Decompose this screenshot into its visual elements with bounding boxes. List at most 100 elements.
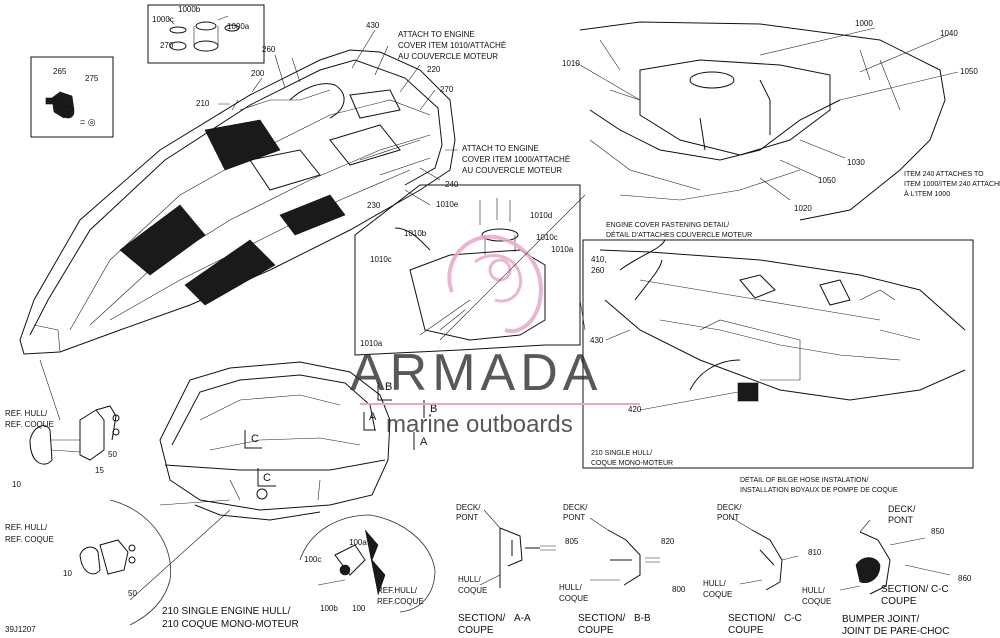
part-1010a-1: 1010a xyxy=(551,245,574,254)
section-cc-hull-2: COQUE xyxy=(703,590,732,599)
part-270-b: 270 xyxy=(440,85,454,94)
part-1040: 1040 xyxy=(940,29,958,38)
note-item240-line1: ITEM 240 ATTACHES TO xyxy=(904,171,984,178)
section-aa-deck-2: PONT xyxy=(456,513,478,522)
ref-hull-3-line2: REF.COQUE xyxy=(377,597,424,606)
note-attach-1010-line1: ATTACH TO ENGINE xyxy=(398,30,475,39)
single-hull-label-2: COQUE MONO-MOTEUR xyxy=(591,460,673,467)
part-1000a: 1000a xyxy=(227,22,250,31)
ref-hull-bracket-detail-2 xyxy=(79,499,172,626)
note-attach-1000-line1: ATTACH TO ENGINE xyxy=(462,144,539,153)
ref-hull-3-line1: REF.HULL/ xyxy=(377,586,418,595)
section-bb-deck-2: PONT xyxy=(563,513,585,522)
bumper-joint-section xyxy=(839,519,951,595)
part-1010b: 1010b xyxy=(404,229,427,238)
bumper-title-2: JOINT DE PARE-CHOC xyxy=(842,626,949,637)
section-cc-hull-1: HULL/ xyxy=(703,579,726,588)
part-260-b: 260 xyxy=(591,266,605,275)
bumper-title-1: BUMPER JOINT/ xyxy=(842,614,919,625)
bumper-hull-2: COQUE xyxy=(802,597,831,606)
note-item240-line2: ITEM 1000/ITEM 240 ATTACHÉ xyxy=(904,179,1000,188)
part-265: 265 xyxy=(53,67,67,76)
note-attach-1000-line3: AU COUVERCLE MOTEUR xyxy=(462,166,562,175)
section-cc-deck-2: PONT xyxy=(717,513,739,522)
bilge-detail-title-1: DETAIL OF BILGE HOSE INSTALATION/ xyxy=(740,477,869,484)
section-a-a xyxy=(479,509,556,588)
section-cc-label: SECTION/ xyxy=(728,613,775,624)
part-200: 200 xyxy=(251,69,265,78)
watermark-brand: ARMADA xyxy=(350,344,602,402)
section-cc-coupe: COUPE xyxy=(728,625,764,636)
section-aa-hull-1: HULL/ xyxy=(458,575,481,584)
part-805: 805 xyxy=(565,537,579,546)
bumper-section-2: COUPE xyxy=(881,596,917,607)
engine-cover-detail-box xyxy=(354,184,581,356)
part-810: 810 xyxy=(808,548,822,557)
ref-hull-2-line2: REF. COQUE xyxy=(5,535,54,544)
part-100: 100 xyxy=(352,604,366,613)
part-50-b: 50 xyxy=(128,589,137,598)
note-attach-1010-line2: COVER ITEM 1010/ATTACHÉ xyxy=(398,41,506,50)
ref-hull-1-line2: REF. COQUE xyxy=(5,420,54,429)
part-1000b: 1000b xyxy=(178,5,201,14)
part-100b: 100b xyxy=(320,604,338,613)
hull-caption-2: 210 COQUE MONO-MOTEUR xyxy=(162,619,299,630)
part-820: 820 xyxy=(661,537,675,546)
part-1000c: 1000c xyxy=(152,15,174,24)
ref-hull-1-line1: REF. HULL/ xyxy=(5,409,48,418)
part-850: 850 xyxy=(931,527,945,536)
part-100c: 100c xyxy=(304,555,321,564)
bumper-hull-1: HULL/ xyxy=(802,586,825,595)
section-bb-deck-1: DECK/ xyxy=(563,503,588,512)
section-letter-a2: A xyxy=(420,436,428,448)
note-attach-1000-line2: COVER ITEM 1000/ATTACHÉ xyxy=(462,155,570,164)
section-c-c xyxy=(731,517,799,591)
section-letter-b1: B xyxy=(385,381,392,393)
drain-plug-box: = ◎ xyxy=(30,56,114,138)
part-1000: 1000 xyxy=(855,19,873,28)
part-50-a: 50 xyxy=(108,450,117,459)
section-aa-deck-1: DECK/ xyxy=(456,503,481,512)
section-b-b xyxy=(589,517,660,586)
single-hull-label-1: 210 SINGLE HULL/ xyxy=(591,450,652,457)
part-15: 15 xyxy=(95,466,104,475)
section-aa-letters: A-A xyxy=(514,613,531,624)
part-1010c-2: 1010c xyxy=(370,255,392,264)
part-210: 210 xyxy=(196,99,210,108)
engine-cover-kit-box xyxy=(147,4,265,64)
part-1010: 1010 xyxy=(562,59,580,68)
part-1010c-1: 1010c xyxy=(536,233,558,242)
section-bb-letters: B-B xyxy=(634,613,651,624)
part-1010e: 1010e xyxy=(436,200,459,209)
part-860: 860 xyxy=(958,574,972,583)
hull-caption-1: 210 SINGLE ENGINE HULL/ xyxy=(162,606,291,617)
section-bb-coupe: COUPE xyxy=(578,625,614,636)
ref-hull-2-line1: REF. HULL/ xyxy=(5,523,48,532)
part-430: 430 xyxy=(366,21,380,30)
part-1050-a: 1050 xyxy=(960,67,978,76)
part-270: 270 xyxy=(160,41,174,50)
part-100a: 100a xyxy=(349,538,367,547)
section-bb-label: SECTION/ xyxy=(578,613,625,624)
part-1010d: 1010d xyxy=(530,211,552,220)
note-item240-line3: À L'ITEM 1000 xyxy=(904,189,950,198)
watermark-tagline: marine outboards xyxy=(386,411,573,438)
figure-code: 39J1207 xyxy=(5,625,36,634)
note-attach-1010-line3: AU COUVERCLE MOTEUR xyxy=(398,52,498,61)
part-410: 410, xyxy=(591,255,607,264)
bumper-deck-2: PONT xyxy=(888,515,914,525)
part-220: 220 xyxy=(427,65,441,74)
bumper-deck-1: DECK/ xyxy=(888,504,916,514)
bilge-detail-title-2: INSTALLATION BOYAUX DE POMPE DE COQUE xyxy=(740,487,898,494)
bilge-detail-box xyxy=(582,239,974,469)
engine-cover-detail-title-1: ENGINE COVER FASTENING DETAIL/ xyxy=(606,222,729,229)
drain-fitting-detail xyxy=(299,514,436,613)
section-aa-label: SECTION/ xyxy=(458,613,505,624)
section-letter-a1: A xyxy=(369,411,377,423)
section-letter-c1: C xyxy=(251,433,259,445)
part-260: 260 xyxy=(262,45,276,54)
section-bb-hull-2: COQUE xyxy=(559,594,588,603)
part-10-a: 10 xyxy=(12,480,21,489)
svg-text:= ◎: = ◎ xyxy=(80,117,96,127)
part-420: 420 xyxy=(628,405,642,414)
